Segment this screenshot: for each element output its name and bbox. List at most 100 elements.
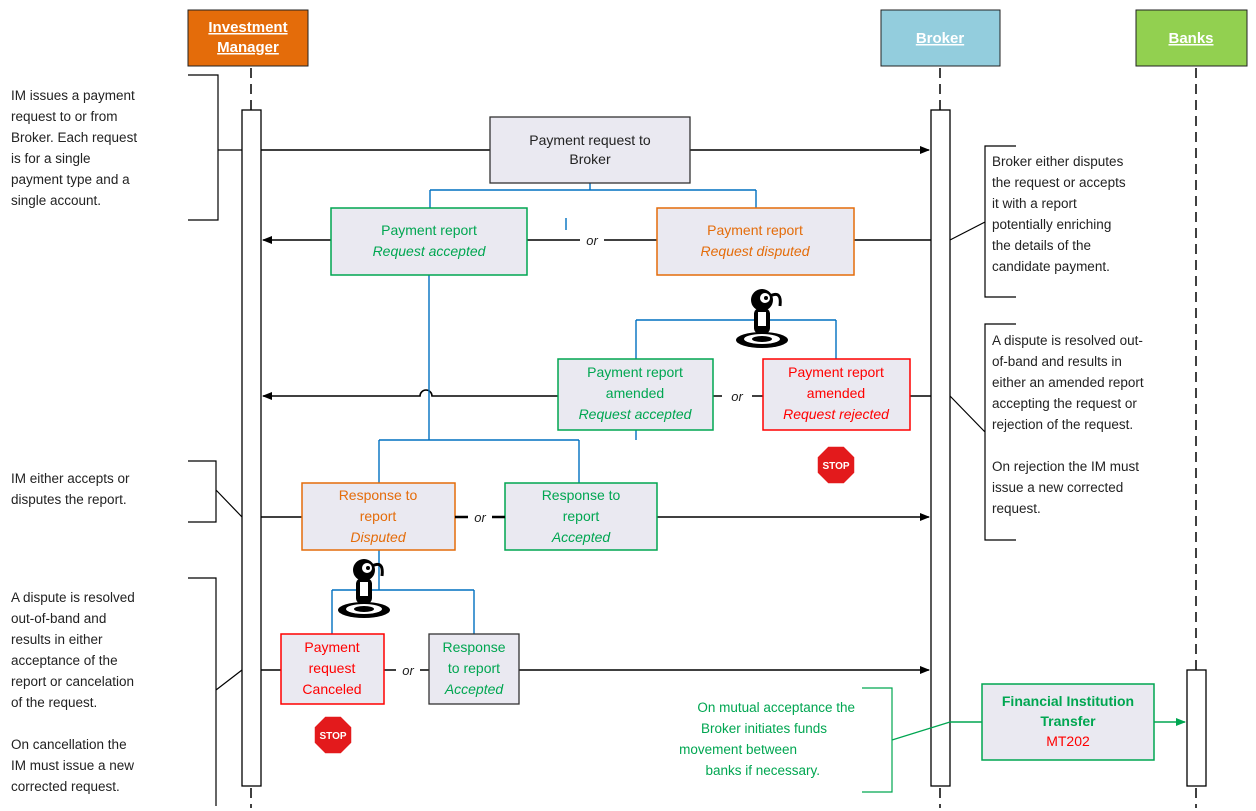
dispute-person-icon-2 [338,559,390,618]
svg-text:banks if necessary.: banks if necessary. [705,763,820,778]
or-label-1: or [586,233,598,248]
box-payment-request-line2: Broker [569,151,611,167]
connector-tree [331,183,837,634]
note-im-issues: IM issues a payment request to or from B… [11,88,137,208]
actor-investment-manager-line1: Investment [208,19,287,36]
svg-text:STOP: STOP [319,731,346,742]
box-fi-transfer-line2: Transfer [1040,713,1096,729]
svg-text:request.: request. [992,501,1041,516]
svg-text:out-of-band and: out-of-band and [11,611,106,626]
note-broker-disputes: Broker either disputes the request or ac… [992,154,1126,274]
svg-text:Broker. Each request: Broker. Each request [11,130,137,145]
activation-bar-banks [1186,669,1207,787]
box-response-disputed-line2: report [360,508,397,524]
box-response-accepted: Response to report Accepted [504,482,658,551]
svg-text:either an amended report: either an amended report [992,375,1144,390]
svg-text:IM must issue a new: IM must issue a new [11,758,134,773]
actor-banks-label: Banks [1168,30,1213,47]
box-response-disputed-line3: Disputed [350,529,406,545]
box-response-disputed: Response to report Disputed [301,482,456,551]
bracket-im-issues [188,74,242,221]
box-request-canceled-line2: request [309,660,356,676]
svg-text:Broker either disputes: Broker either disputes [992,154,1124,169]
box-response-accepted-line1: Response to [542,487,621,503]
svg-text:Broker initiates funds: Broker initiates funds [701,721,827,736]
dispute-person-icon [736,289,788,348]
svg-text:results in either: results in either [11,632,103,647]
svg-text:is for a single: is for a single [11,151,91,166]
box-amended-accepted: Payment report amended Request accepted [557,358,714,431]
box-report-accepted-line1: Payment report [381,222,477,238]
box-amended-accepted-line2: amended [606,385,664,401]
box-payment-request: Payment request to Broker [489,116,691,184]
box-report-accepted-line2: Request accepted [373,243,487,259]
note-mutual-acceptance: On mutual acceptance the Broker initiate… [679,700,855,778]
box-response-accepted-line3: Accepted [551,529,612,545]
box-report-disputed-line2: Request disputed [701,243,811,259]
arrow-amended-to-im [262,389,931,400]
box-response-accepted-2: Response to report Accepted [428,633,520,705]
activation-bar-im [241,109,262,787]
svg-text:STOP: STOP [822,461,849,472]
actor-broker-label: Broker [916,30,965,47]
svg-text:IM issues a payment: IM issues a payment [11,88,135,103]
svg-text:the request or accepts: the request or accepts [992,175,1126,190]
svg-text:A dispute is resolved: A dispute is resolved [11,590,135,605]
or-label-3: or [474,510,486,525]
box-amended-rejected-line1: Payment report [788,364,884,380]
box-amended-rejected-line3: Request rejected [783,406,890,422]
svg-text:rejection of the request.: rejection of the request. [992,417,1133,432]
svg-text:On mutual acceptance the: On mutual acceptance the [697,700,855,715]
svg-text:payment type and a: payment type and a [11,172,130,187]
svg-text:acceptance of the: acceptance of the [11,653,118,668]
box-response-accepted-line2: report [563,508,600,524]
actor-broker: Broker [880,9,1001,67]
box-payment-request-line1: Payment request to [529,132,651,148]
box-amended-accepted-line1: Payment report [587,364,683,380]
box-request-canceled: Payment request Canceled [280,633,385,705]
box-response-accepted-2-line3: Accepted [444,681,505,697]
svg-text:issue a new corrected: issue a new corrected [992,480,1123,495]
svg-text:report or cancelation: report or cancelation [11,674,134,689]
box-report-accepted: Payment report Request accepted [330,207,528,276]
box-fi-transfer-line1: Financial Institution [1002,693,1134,709]
bracket-dispute-broker [949,323,1016,541]
actor-banks: Banks [1135,9,1248,67]
actor-investment-manager-line2: Manager [217,39,279,56]
svg-text:corrected request.: corrected request. [11,779,120,794]
box-amended-rejected-line2: amended [807,385,865,401]
bracket-dispute-im [188,577,243,806]
svg-text:On rejection the IM must: On rejection the IM must [992,459,1139,474]
svg-text:On cancellation the: On cancellation the [11,737,127,752]
box-report-disputed: Payment report Request disputed [656,207,855,276]
box-response-disputed-line1: Response to [339,487,418,503]
svg-text:of the request.: of the request. [11,695,97,710]
note-dispute-im: A dispute is resolved out-of-band and re… [11,590,135,794]
svg-text:of-band and results in: of-band and results in [992,354,1122,369]
note-im-accepts: IM either accepts or disputes the report… [11,471,130,507]
box-response-accepted-2-line1: Response [442,639,505,655]
svg-text:single account.: single account. [11,193,101,208]
or-label-4: or [402,663,414,678]
bracket-im-accepts [188,460,243,523]
svg-text:request to or from: request to or from [11,109,118,124]
box-fi-transfer: Financial Institution Transfer MT202 [981,683,1155,761]
svg-text:candidate payment.: candidate payment. [992,259,1110,274]
box-amended-rejected: Payment report amended Request rejected [762,358,911,431]
bracket-broker-disputes [949,145,1016,298]
svg-text:the details of the: the details of the [992,238,1091,253]
box-request-canceled-line3: Canceled [302,681,361,697]
box-amended-accepted-line3: Request accepted [579,406,693,422]
box-response-accepted-2-line2: to report [448,660,500,676]
stop-sign-icon-2: STOP [313,715,353,755]
note-dispute-broker: A dispute is resolved out- of-band and r… [992,333,1144,516]
svg-text:movement between: movement between [679,742,797,757]
actor-investment-manager: Investment Manager [187,9,309,67]
box-request-canceled-line1: Payment [304,639,359,655]
or-label-2: or [731,389,743,404]
svg-text:disputes the report.: disputes the report. [11,492,127,507]
activation-bar-broker [930,109,951,787]
svg-text:IM either accepts or: IM either accepts or [11,471,130,486]
stop-sign-icon: STOP [816,445,856,485]
